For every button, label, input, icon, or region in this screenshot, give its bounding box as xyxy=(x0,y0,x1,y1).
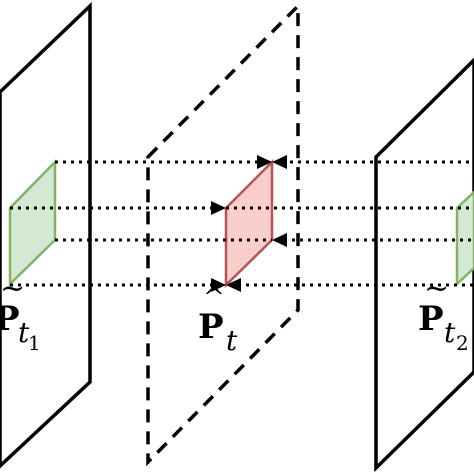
right-frame-plane xyxy=(374,57,474,473)
arrow-top-from-left xyxy=(257,155,272,169)
left-frame-plane xyxy=(0,1,92,469)
middle-frame-plane xyxy=(146,1,300,467)
arrow-top-from-right xyxy=(272,155,287,169)
corner-arrows xyxy=(211,155,287,292)
label-right-subscript: t xyxy=(444,316,456,349)
label-right-symbol: P xyxy=(418,299,444,339)
label-left-accent: ~ xyxy=(0,271,25,306)
right-green-patch xyxy=(455,190,474,287)
arrow-bottom-from-left xyxy=(211,278,226,292)
label-right-subscript-index: 2 xyxy=(456,331,469,355)
label-right: ~ P t 2 xyxy=(418,271,469,355)
arrow-low-from-right xyxy=(272,233,287,247)
label-middle-subscript: t xyxy=(226,324,238,357)
label-left-subscript: t xyxy=(18,316,30,349)
label-left-symbol: P xyxy=(0,299,20,339)
arrow-mid-from-left xyxy=(211,201,226,215)
correspondence-lines xyxy=(10,160,474,287)
label-middle: ^ P t xyxy=(198,283,238,357)
middle-red-patch xyxy=(224,158,274,288)
arrow-bottom-from-right xyxy=(226,278,241,292)
label-right-accent: ~ xyxy=(424,271,449,306)
label-left-subscript-index: 1 xyxy=(28,331,41,355)
left-green-patch xyxy=(8,158,57,287)
label-middle-symbol: P xyxy=(198,307,224,347)
label-middle-accent: ^ xyxy=(203,283,225,313)
label-left: ~ P t 1 xyxy=(0,271,41,355)
